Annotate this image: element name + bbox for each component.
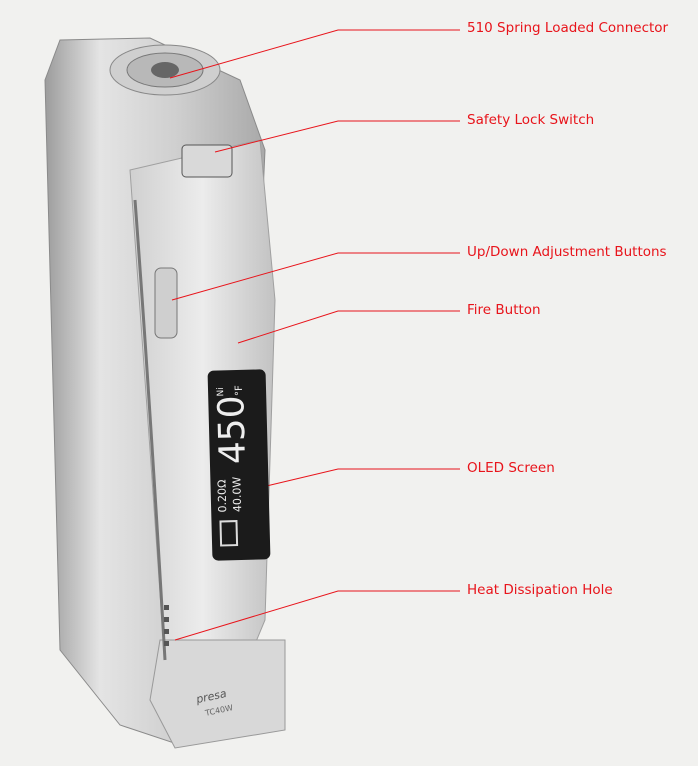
callout-line-connector <box>169 29 460 79</box>
label-fire-button: Fire Button <box>467 302 541 318</box>
label-oled-screen: OLED Screen <box>467 460 555 476</box>
callout-line-heat <box>174 590 460 641</box>
adjustment-buttons[interactable] <box>154 267 178 339</box>
label-heat-hole: Heat Dissipation Hole <box>467 582 613 598</box>
oled-resistance: 0.20Ω <box>215 479 230 513</box>
callout-line-fire <box>237 310 460 344</box>
callout-line-oled <box>257 468 460 489</box>
oled-screen: 0.20Ω 40.0W 450 Ni °F <box>207 369 271 561</box>
oled-temperature: 450 <box>211 394 254 465</box>
safety-lock-switch[interactable] <box>181 144 233 178</box>
battery-icon <box>219 520 239 547</box>
label-connector: 510 Spring Loaded Connector <box>467 20 669 36</box>
oled-unit: °F <box>233 385 246 397</box>
callout-line-buttons <box>171 252 460 301</box>
oled-material: Ni <box>215 387 227 397</box>
callout-line-lock <box>214 120 460 153</box>
label-adjust-buttons: Up/Down Adjustment Buttons <box>467 244 667 260</box>
label-safety-lock: Safety Lock Switch <box>467 112 595 128</box>
oled-power: 40.0W <box>230 476 245 513</box>
heat-dissipation-holes <box>164 605 169 646</box>
callout-lines <box>169 29 460 641</box>
connector <box>109 44 221 96</box>
